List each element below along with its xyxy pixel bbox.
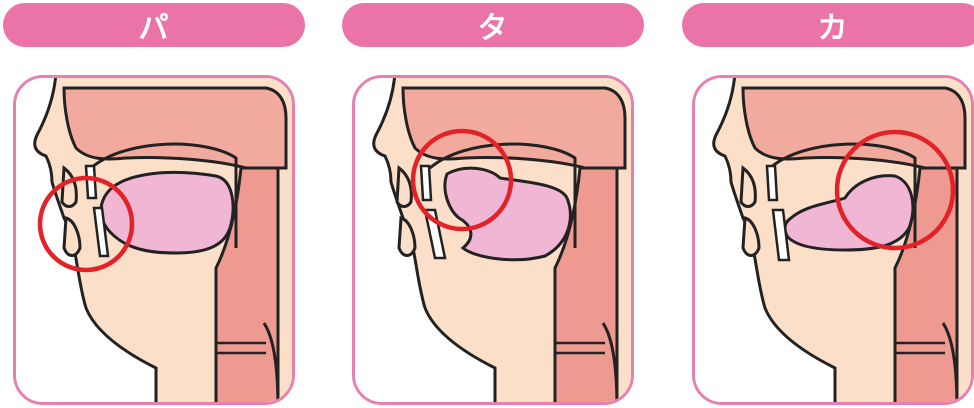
illustration-frame <box>692 75 974 405</box>
upper-teeth <box>86 166 96 198</box>
mouth-cross-section-illustration <box>355 78 631 402</box>
syllable-label-pill: カ <box>682 3 974 47</box>
panel-ka: カ <box>682 0 974 408</box>
palate-region <box>64 88 286 168</box>
mouth-cross-section-illustration <box>695 78 971 402</box>
tongue <box>101 172 233 253</box>
syllable-label: タ <box>478 3 509 47</box>
syllable-label: カ <box>818 3 849 47</box>
palate-region <box>403 88 625 168</box>
panel-ta: タ <box>342 0 644 408</box>
upper-teeth <box>421 166 431 200</box>
mouth-cross-section-illustration <box>16 78 292 402</box>
palate-region <box>743 88 965 168</box>
upper-teeth <box>767 166 777 200</box>
syllable-label-pill: パ <box>3 3 305 47</box>
panel-pa: パ <box>3 0 305 408</box>
syllable-label: パ <box>139 3 170 47</box>
illustration-frame <box>352 75 634 405</box>
syllable-label-pill: タ <box>342 3 644 47</box>
illustration-frame <box>13 75 295 405</box>
